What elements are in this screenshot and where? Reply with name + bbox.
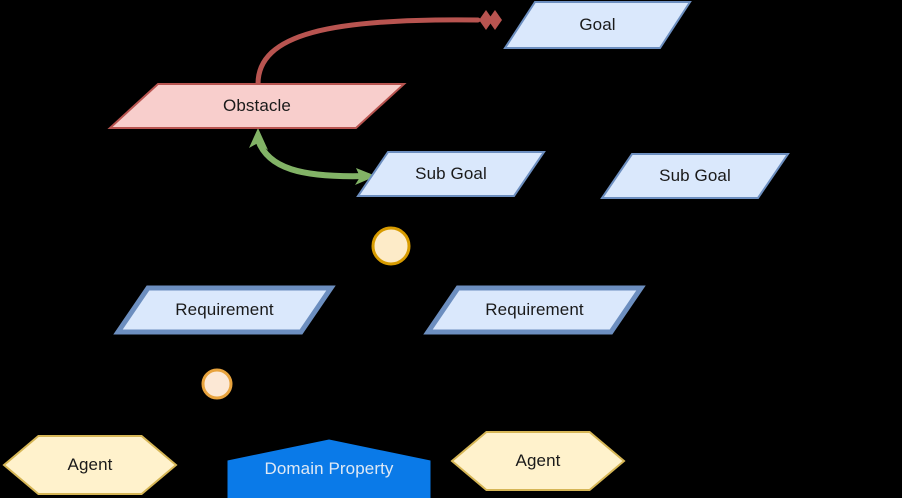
node-domain-property-shape[interactable] (227, 439, 431, 498)
resolution-arrowhead-subgoal (355, 168, 376, 185)
refinement-node-lower[interactable] (201, 368, 233, 400)
node-subgoal-left-shape[interactable] (356, 151, 546, 197)
edge-resolution (249, 128, 376, 185)
node-subgoal-right-shape[interactable] (600, 153, 790, 199)
obstruction-edge-path (255, 17, 481, 87)
node-requirement-right-shape[interactable] (423, 285, 646, 335)
resolution-edge-path (255, 137, 371, 180)
node-agent-right-shape[interactable] (450, 431, 626, 491)
obstruction-x-terminator (479, 10, 502, 30)
resolution-arrowhead-obstacle (249, 128, 268, 150)
refinement-node-upper[interactable] (371, 226, 411, 266)
node-agent-left-shape[interactable] (2, 435, 178, 495)
node-goal-shape[interactable] (503, 0, 692, 49)
node-requirement-left-shape[interactable] (113, 285, 336, 335)
edge-obstruction (255, 10, 502, 87)
node-obstacle-shape[interactable] (107, 83, 407, 129)
